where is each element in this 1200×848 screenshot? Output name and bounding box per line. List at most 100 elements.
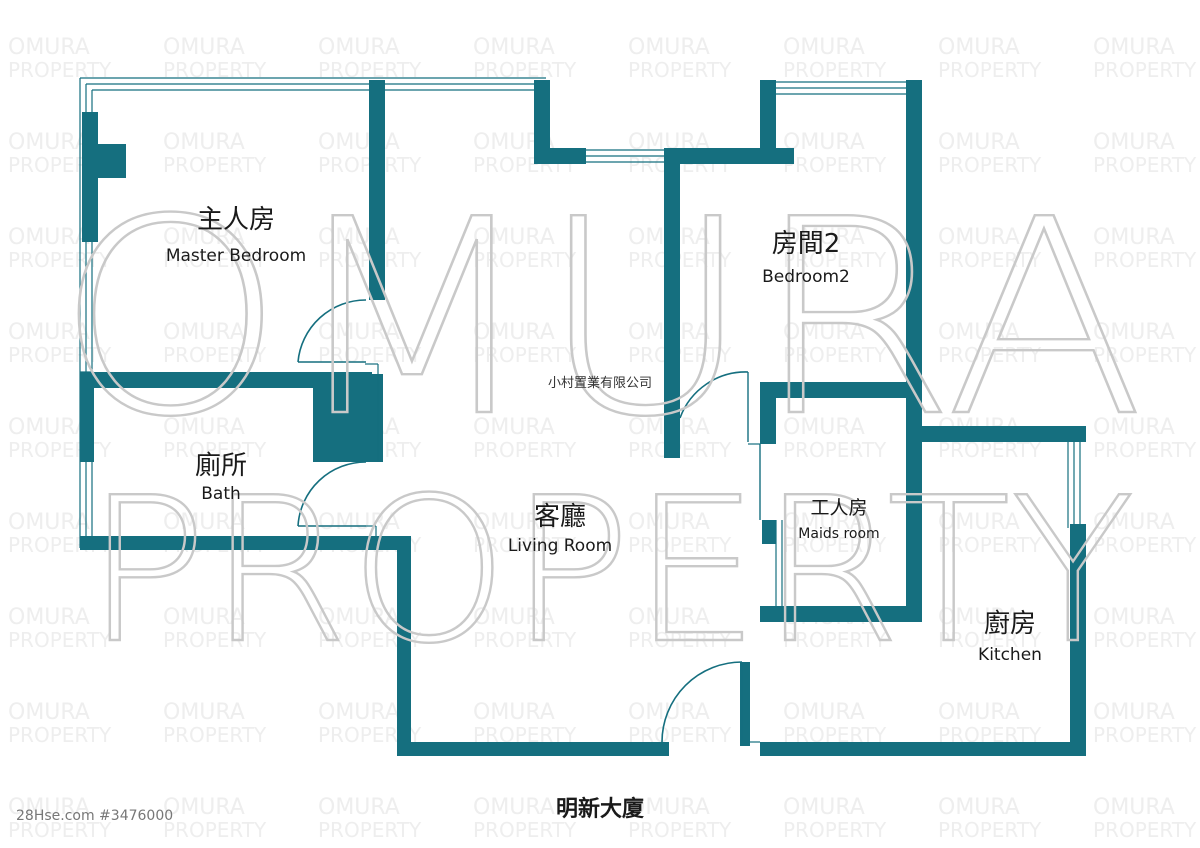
watermark-tile-line1: OMURA bbox=[1093, 795, 1175, 820]
watermark-tile-line2: PROPERTY bbox=[628, 818, 732, 842]
room-label-cn: 主人房 bbox=[197, 205, 275, 235]
door-bath bbox=[297, 461, 377, 536]
watermark-tile-line1: OMURA bbox=[163, 510, 245, 535]
watermark-tile-line2: PROPERTY bbox=[628, 438, 732, 462]
watermark-tile-line2: PROPERTY bbox=[473, 248, 577, 272]
watermark-tile-line2: PROPERTY bbox=[938, 533, 1042, 557]
watermark-tile-line1: OMURA bbox=[8, 225, 90, 250]
wall-segment bbox=[906, 426, 1086, 442]
watermark-tile-line2: PROPERTY bbox=[783, 153, 887, 177]
room-label-cn: 廚房 bbox=[984, 609, 1036, 639]
room-label-cn: 房間2 bbox=[772, 229, 841, 259]
watermark-tile-line2: PROPERTY bbox=[163, 248, 267, 272]
watermark-tile-line1: OMURA bbox=[783, 510, 865, 535]
watermark-tile-line2: PROPERTY bbox=[628, 628, 732, 652]
watermark-tile-line1: OMURA bbox=[163, 225, 245, 250]
watermark-tile-line1: OMURA bbox=[8, 605, 90, 630]
watermark-tile-line1: OMURA bbox=[163, 35, 245, 60]
watermark-tile-line1: OMURA bbox=[8, 510, 90, 535]
watermark-tile-line2: PROPERTY bbox=[473, 818, 577, 842]
watermark-tile-line2: PROPERTY bbox=[783, 533, 887, 557]
watermark-tile-line1: OMURA bbox=[8, 415, 90, 440]
watermark-tile-line2: PROPERTY bbox=[1093, 438, 1197, 462]
watermark-tile-line2: PROPERTY bbox=[1093, 628, 1197, 652]
watermark-tile-line2: PROPERTY bbox=[938, 153, 1042, 177]
watermark-tile-line2: PROPERTY bbox=[1093, 58, 1197, 82]
watermark-tile-line1: OMURA bbox=[1093, 605, 1175, 630]
watermark-tile-line1: OMURA bbox=[783, 225, 865, 250]
wall-segment bbox=[397, 536, 411, 756]
watermark-tile-line2: PROPERTY bbox=[473, 438, 577, 462]
watermark-tile-line1: OMURA bbox=[8, 700, 90, 725]
watermark-tile-line1: OMURA bbox=[1093, 35, 1175, 60]
watermark-tile-line1: OMURA bbox=[938, 510, 1020, 535]
watermark-tile-line1: OMURA bbox=[163, 795, 245, 820]
wall-segment bbox=[534, 80, 550, 164]
watermark-tile-line1: OMURA bbox=[628, 605, 710, 630]
watermark-tile-line1: OMURA bbox=[318, 225, 400, 250]
wall-segment bbox=[740, 662, 750, 746]
room-label-en: Kitchen bbox=[978, 645, 1042, 665]
watermark-tile-line1: OMURA bbox=[938, 605, 1020, 630]
watermark-tile-line2: PROPERTY bbox=[8, 723, 112, 747]
watermark-tile-line1: OMURA bbox=[318, 35, 400, 60]
wall-column bbox=[98, 144, 126, 178]
watermark-tile-line1: OMURA bbox=[318, 605, 400, 630]
room-label-en: Bath bbox=[201, 484, 241, 504]
watermark-tile-line1: OMURA bbox=[783, 130, 865, 155]
watermark-tile-line1: OMURA bbox=[318, 320, 400, 345]
watermark-tile-line1: OMURA bbox=[473, 700, 555, 725]
watermark-tile-line1: OMURA bbox=[473, 510, 555, 535]
watermark-tile-line2: PROPERTY bbox=[783, 628, 887, 652]
wall-segment bbox=[1070, 524, 1086, 756]
watermark-tile-line1: OMURA bbox=[783, 320, 865, 345]
wall-segment bbox=[760, 382, 922, 398]
wall-segment bbox=[80, 536, 410, 550]
watermark-tile-line2: PROPERTY bbox=[628, 533, 732, 557]
watermark-line1: OMURA bbox=[55, 161, 1145, 476]
watermark-tile-line1: OMURA bbox=[1093, 510, 1175, 535]
watermark-tile-line1: OMURA bbox=[938, 700, 1020, 725]
watermark-tile-line2: PROPERTY bbox=[318, 818, 422, 842]
watermark-tile-line1: OMURA bbox=[1093, 415, 1175, 440]
watermark-tile-line1: OMURA bbox=[163, 700, 245, 725]
watermark-tile-line1: OMURA bbox=[938, 795, 1020, 820]
wall-segment bbox=[664, 148, 680, 458]
listing-reference: 28Hse.com #3476000 bbox=[16, 808, 173, 824]
wall-segment bbox=[82, 372, 372, 388]
watermark-tile-line1: OMURA bbox=[628, 795, 710, 820]
wall-segment bbox=[80, 372, 94, 462]
window-kitchen bbox=[1067, 442, 1081, 528]
watermark-tile-line2: PROPERTY bbox=[1093, 533, 1197, 557]
room-label-cn: 客廳 bbox=[534, 502, 586, 532]
watermark-tile-line2: PROPERTY bbox=[163, 343, 267, 367]
window-bedroom2 bbox=[776, 81, 906, 95]
watermark-tile-line2: PROPERTY bbox=[1093, 153, 1197, 177]
watermark-tile-line1: OMURA bbox=[318, 700, 400, 725]
watermark-tile-line1: OMURA bbox=[1093, 320, 1175, 345]
watermark-tile-line2: PROPERTY bbox=[938, 628, 1042, 652]
wall-segment bbox=[906, 80, 922, 620]
watermark-tile-line1: OMURA bbox=[1093, 700, 1175, 725]
watermark-tile-line2: PROPERTY bbox=[1093, 248, 1197, 272]
watermark-tile-line2: PROPERTY bbox=[163, 153, 267, 177]
watermark-tile-line2: PROPERTY bbox=[1093, 818, 1197, 842]
building-name: 明新大廈 bbox=[556, 796, 644, 822]
wall-segment bbox=[534, 148, 586, 164]
watermark-tile-line2: PROPERTY bbox=[783, 58, 887, 82]
watermark-tile-line2: PROPERTY bbox=[8, 248, 112, 272]
wall-segment bbox=[760, 382, 776, 444]
watermark-tile-line2: PROPERTY bbox=[8, 343, 112, 367]
watermark-tile-line1: OMURA bbox=[473, 415, 555, 440]
watermark-tile-line2: PROPERTY bbox=[8, 628, 112, 652]
room-label-cn: 工人房 bbox=[810, 497, 867, 519]
watermark-tile-line2: PROPERTY bbox=[783, 818, 887, 842]
watermark-tile-line1: OMURA bbox=[938, 320, 1020, 345]
watermark-tile-line1: OMURA bbox=[473, 320, 555, 345]
door-master-bedroom bbox=[297, 299, 367, 363]
watermark-tile-line1: OMURA bbox=[938, 225, 1020, 250]
watermark-tile-line1: OMURA bbox=[938, 130, 1020, 155]
watermark-tile-line1: OMURA bbox=[473, 225, 555, 250]
watermark-tile-line1: OMURA bbox=[473, 795, 555, 820]
